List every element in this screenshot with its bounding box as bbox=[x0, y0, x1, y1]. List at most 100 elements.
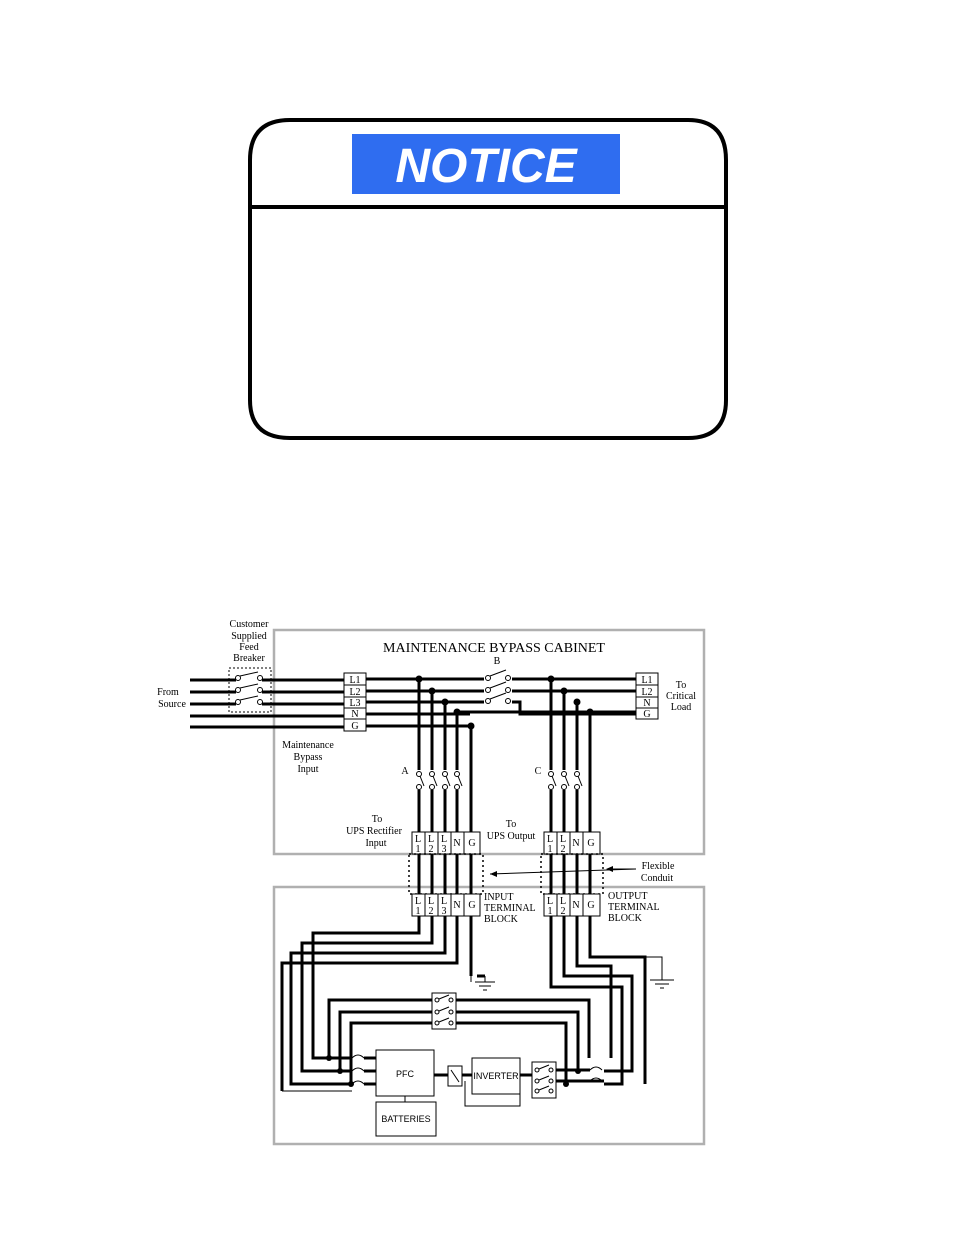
svg-text:L: L bbox=[560, 896, 566, 907]
svg-text:L1: L1 bbox=[349, 675, 360, 686]
svg-text:L1: L1 bbox=[641, 675, 652, 686]
flexible-conduit-label: Flexible Conduit bbox=[641, 861, 675, 884]
svg-text:L: L bbox=[560, 834, 566, 845]
feed-breaker-box bbox=[228, 667, 272, 713]
svg-text:BLOCK: BLOCK bbox=[484, 914, 519, 925]
bypass-bus bbox=[366, 677, 636, 728]
svg-text:Input: Input bbox=[297, 764, 318, 775]
junction-dots bbox=[415, 675, 594, 730]
svg-text:2: 2 bbox=[429, 906, 434, 917]
ups-junction-dots bbox=[326, 1055, 581, 1087]
svg-text:L: L bbox=[547, 834, 553, 845]
svg-text:INPUT: INPUT bbox=[484, 892, 513, 903]
to-critical-load-label: To Critical Load bbox=[666, 680, 696, 713]
svg-text:From: From bbox=[157, 687, 179, 698]
breaker-a-label: A bbox=[401, 766, 409, 777]
svg-text:UPS Rectifier: UPS Rectifier bbox=[346, 826, 402, 837]
inverter-block bbox=[471, 1057, 521, 1095]
source-lines bbox=[190, 671, 344, 729]
svg-text:N: N bbox=[572, 838, 579, 849]
critical-load-terminal: L1 L2 N G bbox=[635, 672, 659, 720]
breaker-b bbox=[485, 669, 511, 704]
svg-text:1: 1 bbox=[548, 844, 553, 855]
svg-text:1: 1 bbox=[548, 906, 553, 917]
inverter-label: INVERTER bbox=[473, 1071, 519, 1081]
svg-text:L: L bbox=[415, 896, 421, 907]
bypass-input-label: Maintenance Bypass Input bbox=[282, 740, 334, 775]
svg-text:G: G bbox=[468, 900, 475, 911]
svg-text:To: To bbox=[372, 814, 382, 825]
svg-text:Bypass: Bypass bbox=[294, 752, 323, 763]
svg-text:Flexible: Flexible bbox=[642, 861, 675, 872]
from-source-label: From Source bbox=[157, 687, 186, 710]
breaker-c-drops bbox=[549, 679, 592, 832]
svg-text:G: G bbox=[643, 709, 650, 720]
svg-text:Maintenance: Maintenance bbox=[282, 740, 334, 751]
batteries-label: BATTERIES bbox=[381, 1114, 430, 1124]
svg-text:3: 3 bbox=[442, 906, 447, 917]
breaker-b-label: B bbox=[494, 656, 501, 667]
breaker-c bbox=[548, 771, 583, 790]
breaker-a-drops bbox=[417, 679, 473, 832]
bypass-input-terminal: L1 L2 L3 N G bbox=[343, 672, 367, 732]
svg-text:2: 2 bbox=[561, 844, 566, 855]
svg-text:1: 1 bbox=[416, 906, 421, 917]
output-terminal-block: L 1 L 2 N G bbox=[543, 893, 601, 917]
svg-text:TERMINAL: TERMINAL bbox=[484, 903, 536, 914]
svg-text:N: N bbox=[351, 709, 358, 720]
pfc-block bbox=[375, 1049, 435, 1097]
breaker-c-label: C bbox=[535, 766, 542, 777]
svg-text:L2: L2 bbox=[641, 687, 652, 698]
svg-text:Breaker: Breaker bbox=[233, 653, 265, 664]
svg-text:L: L bbox=[441, 896, 447, 907]
svg-text:G: G bbox=[351, 721, 358, 732]
svg-text:2: 2 bbox=[561, 906, 566, 917]
dc-link-switch bbox=[447, 1065, 463, 1087]
to-ups-output-label: To UPS Output bbox=[487, 819, 536, 842]
svg-text:Feed: Feed bbox=[239, 642, 258, 653]
svg-text:G: G bbox=[587, 900, 594, 911]
notice-border bbox=[248, 118, 728, 440]
notice-banner bbox=[352, 134, 620, 194]
breaker-a bbox=[416, 771, 463, 790]
batteries-block bbox=[375, 1101, 437, 1137]
svg-text:N: N bbox=[572, 900, 579, 911]
output-switch bbox=[531, 1061, 557, 1099]
svg-text:Source: Source bbox=[158, 699, 186, 710]
svg-text:N: N bbox=[453, 900, 460, 911]
maintenance-bypass-cabinet bbox=[272, 628, 706, 856]
svg-text:TERMINAL: TERMINAL bbox=[608, 902, 660, 913]
ups-cabinet bbox=[272, 885, 706, 1146]
svg-text:Supplied: Supplied bbox=[231, 631, 267, 642]
svg-text:OUTPUT: OUTPUT bbox=[608, 891, 647, 902]
svg-text:To: To bbox=[506, 819, 516, 830]
svg-text:To: To bbox=[676, 680, 686, 691]
input-terminal-block-label: INPUT TERMINAL BLOCK bbox=[484, 892, 536, 925]
svg-text:Input: Input bbox=[365, 838, 386, 849]
svg-text:Customer: Customer bbox=[230, 619, 270, 630]
svg-text:1: 1 bbox=[416, 844, 421, 855]
output-terminal-block-upper: L 1 L 2 N G bbox=[543, 831, 601, 855]
svg-text:L: L bbox=[428, 896, 434, 907]
input-terminal-block: L 1 L 2 L 3 N G bbox=[411, 893, 481, 917]
svg-text:G: G bbox=[587, 838, 594, 849]
ups-internal-wiring bbox=[280, 916, 674, 1107]
svg-text:G: G bbox=[468, 838, 475, 849]
svg-text:L: L bbox=[547, 896, 553, 907]
output-terminal-block-label: OUTPUT TERMINAL BLOCK bbox=[608, 891, 660, 924]
svg-text:2: 2 bbox=[429, 844, 434, 855]
cabinet-title: MAINTENANCE BYPASS CABINET bbox=[383, 641, 605, 656]
flexible-conduit bbox=[408, 853, 637, 895]
svg-text:UPS Output: UPS Output bbox=[487, 831, 536, 842]
svg-text:L3: L3 bbox=[349, 698, 360, 709]
pfc-label: PFC bbox=[396, 1069, 415, 1079]
svg-text:Critical: Critical bbox=[666, 691, 696, 702]
notice-title: NOTICE bbox=[395, 140, 578, 193]
svg-text:L: L bbox=[428, 834, 434, 845]
feed-breaker-label: Customer Supplied Feed Breaker bbox=[230, 619, 270, 664]
svg-text:Load: Load bbox=[671, 702, 692, 713]
to-rectifier-label: To UPS Rectifier Input bbox=[346, 814, 402, 849]
static-bypass-switch bbox=[431, 992, 457, 1030]
notice-panel: NOTICE bbox=[248, 118, 728, 440]
